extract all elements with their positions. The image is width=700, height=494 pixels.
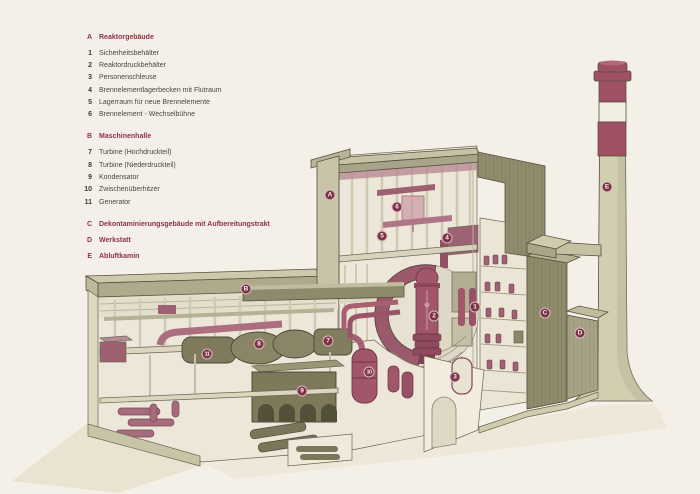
decontamination-building: [477, 151, 582, 411]
hall-crane-rail: [104, 308, 334, 321]
wechselbuehne-slab: [383, 215, 452, 228]
steam-pipe: [341, 299, 399, 330]
hall-crane-trolley: [158, 305, 176, 314]
generator: [181, 336, 237, 364]
sphere-pipe: [469, 288, 476, 326]
feedwater-pipes: [115, 400, 180, 438]
machine-hall-wall: [87, 289, 201, 467]
chimney-band-maroon-upper: [598, 78, 627, 103]
containment-sphere: [374, 264, 479, 368]
pump-vessel: [387, 365, 400, 393]
base-slab: [478, 391, 599, 434]
plinth: [87, 423, 201, 467]
reactor-pressure-vessel: [412, 267, 442, 364]
reheater: [351, 348, 378, 404]
vent-duct: [525, 234, 602, 259]
sphere-pipe: [458, 288, 465, 326]
pool-wall: [440, 240, 448, 268]
chimney-band-maroon-lower: [597, 121, 627, 157]
hp-turbine: [313, 328, 353, 356]
chimney-abluftkamin: [572, 60, 654, 402]
crossover-pipe: [156, 320, 283, 346]
crane-rail: [377, 184, 435, 196]
refueling-machine: [401, 195, 425, 221]
lp-turbine: [272, 329, 318, 359]
front-arch: [431, 396, 457, 449]
foreground-structures: [287, 351, 485, 467]
decon-vessels: [483, 254, 519, 372]
pump-vessel: [401, 371, 414, 399]
roof-truss: [339, 162, 477, 180]
steam-pipe: [347, 309, 401, 338]
personnel-airlock: [451, 357, 473, 395]
steam-line-bridge: [242, 282, 405, 338]
aux-tank: [99, 341, 127, 363]
chimney-band-white: [598, 101, 627, 123]
